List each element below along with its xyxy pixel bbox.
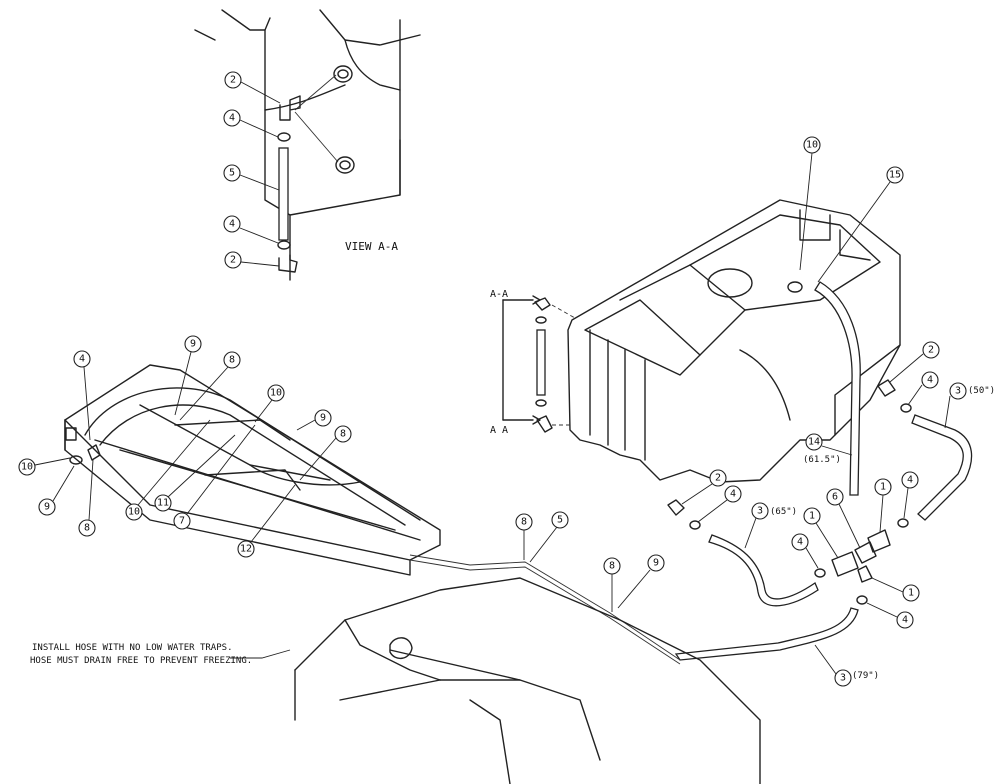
callout: 15: [886, 166, 904, 184]
callout: 4: [223, 109, 241, 127]
svg-text:4: 4: [229, 113, 235, 124]
svg-text:10: 10: [128, 507, 140, 518]
callout: 8: [515, 513, 533, 531]
svg-text:4: 4: [229, 219, 235, 230]
svg-text:15: 15: [889, 170, 901, 181]
callout: 3: [949, 382, 967, 400]
install-note: INSTALL HOSE WITH NO LOW WATER TRAPS. HO…: [30, 643, 291, 666]
svg-text:8: 8: [609, 561, 615, 572]
view-a-a-title: VIEW A-A: [345, 240, 398, 253]
note-line-1: INSTALL HOSE WITH NO LOW WATER TRAPS.: [32, 643, 232, 653]
callout: 5: [223, 164, 241, 182]
svg-text:1: 1: [908, 588, 914, 599]
callout: 4: [223, 215, 241, 233]
frame-assembly: [64, 364, 681, 665]
svg-text:9: 9: [190, 339, 196, 350]
dim-label-79: (79"): [852, 671, 879, 681]
svg-text:9: 9: [44, 502, 50, 513]
section-label-bottom: A A: [490, 425, 508, 436]
svg-text:2: 2: [230, 255, 236, 266]
svg-text:11: 11: [157, 498, 169, 509]
callout: 10: [803, 136, 821, 154]
svg-text:4: 4: [907, 475, 913, 486]
svg-text:4: 4: [927, 375, 933, 386]
callout: 9: [38, 498, 56, 516]
callout: 11: [154, 494, 172, 512]
svg-text:4: 4: [902, 615, 908, 626]
callout: 10: [18, 458, 36, 476]
svg-text:10: 10: [806, 140, 818, 151]
svg-text:8: 8: [84, 523, 90, 534]
callout: 14: [805, 433, 823, 451]
dim-label-65: (65"): [770, 507, 797, 517]
callout: 9: [314, 409, 332, 427]
callout: 4: [896, 611, 914, 629]
section-a-a: A-A A A: [490, 289, 576, 436]
svg-text:2: 2: [928, 345, 934, 356]
callout: 1: [803, 507, 821, 525]
callout: 8: [223, 351, 241, 369]
svg-text:8: 8: [229, 355, 235, 366]
callout: 10: [125, 503, 143, 521]
svg-text:2: 2: [230, 75, 236, 86]
callout: 4: [791, 533, 809, 551]
svg-text:12: 12: [240, 544, 252, 555]
svg-text:14: 14: [808, 437, 820, 448]
svg-text:8: 8: [521, 517, 527, 528]
callout: 12: [237, 540, 255, 558]
vehicle-body: [294, 577, 761, 784]
callout: 8: [78, 519, 96, 537]
callout: 1: [902, 584, 920, 602]
svg-text:7: 7: [179, 516, 185, 527]
svg-text:8: 8: [340, 429, 346, 440]
callout: 10: [267, 384, 285, 402]
callout: 9: [184, 335, 202, 353]
svg-text:3: 3: [955, 386, 961, 397]
svg-text:4: 4: [79, 354, 85, 365]
svg-text:9: 9: [320, 413, 326, 424]
callout: 1: [874, 478, 892, 496]
callout: 4: [921, 371, 939, 389]
callout: 7: [173, 512, 191, 530]
svg-text:4: 4: [797, 537, 803, 548]
callout: 9: [647, 554, 665, 572]
svg-text:6: 6: [832, 492, 838, 503]
svg-text:1: 1: [809, 511, 815, 522]
svg-text:3: 3: [840, 673, 846, 684]
svg-text:3: 3: [757, 506, 763, 517]
callout: 8: [603, 557, 621, 575]
callout: 2: [224, 251, 242, 269]
callout: 4: [901, 471, 919, 489]
dim-label-61-5: (61.5"): [803, 455, 841, 465]
svg-text:10: 10: [21, 462, 33, 473]
pump-fittings: [667, 379, 973, 661]
tank-assembly: [567, 199, 901, 496]
svg-text:5: 5: [557, 515, 563, 526]
note-line-2: HOSE MUST DRAIN FREE TO PREVENT FREEZING…: [30, 656, 252, 666]
svg-text:9: 9: [653, 558, 659, 569]
svg-text:2: 2: [715, 473, 721, 484]
callout: 5: [551, 511, 569, 529]
view-a-a-detail: VIEW A-A: [194, 9, 421, 281]
svg-text:5: 5: [229, 168, 235, 179]
callout: 3: [751, 502, 769, 520]
svg-text:1: 1: [880, 482, 886, 493]
callout: 3: [834, 669, 852, 687]
dim-label-50: (50"): [968, 386, 995, 396]
callout: 4: [73, 350, 91, 368]
svg-text:4: 4: [730, 489, 736, 500]
svg-text:10: 10: [270, 388, 282, 399]
callout: 8: [334, 425, 352, 443]
callout: 2: [224, 71, 242, 89]
callout: 2: [922, 341, 940, 359]
callout: 6: [826, 488, 844, 506]
callout: 4: [724, 485, 742, 503]
callout: 2: [709, 469, 727, 487]
section-label-top: A-A: [490, 289, 508, 300]
